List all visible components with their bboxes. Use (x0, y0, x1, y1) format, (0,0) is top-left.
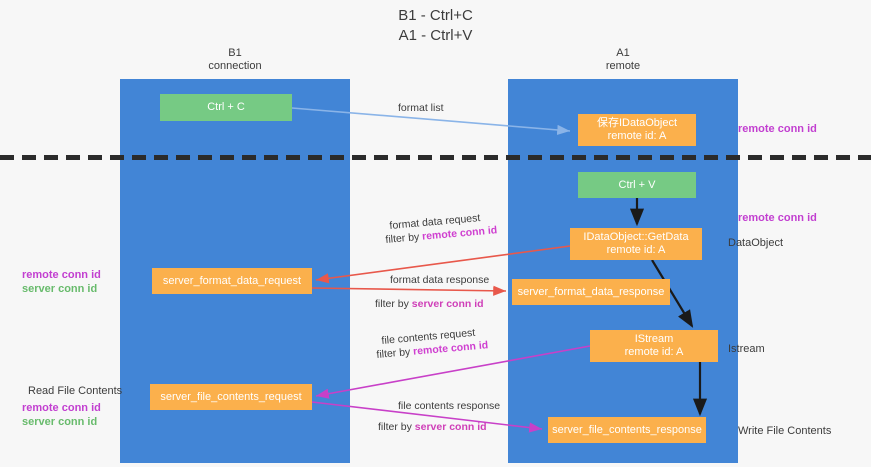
side-label-write-file-contents: Write File Contents (738, 425, 832, 437)
node-server-file-contents-request[interactable]: server_file_contents_request (150, 384, 312, 410)
side-label-ids-bottom: remote conn id server conn id (22, 401, 101, 429)
column-b1-role: connection (208, 60, 262, 72)
side-label-server-conn-id-left-bottom: server conn id (22, 416, 98, 428)
column-b1-name: B1 (228, 47, 242, 59)
node-server-format-data-response[interactable]: server_format_data_response (512, 279, 670, 305)
title-line-2: A1 - Ctrl+V (398, 27, 473, 44)
side-label-server-conn-id-left-mid: server conn id (22, 283, 98, 295)
side-label-remote-conn-id-top: remote conn id (738, 123, 817, 135)
node-server-file-contents-response[interactable]: server_file_contents_response (548, 417, 706, 443)
node-save-idataobject[interactable]: 保存IDataObject remote id: A (578, 114, 696, 146)
filter-id-server-conn-id: server conn id (411, 298, 484, 310)
node-save-idataobject-title: 保存IDataObject (596, 117, 678, 129)
edge-label-file-contents-response: file contents response (398, 400, 501, 412)
filter-prefix: filter by (378, 421, 415, 433)
node-server-file-contents-request-label: server_file_contents_request (160, 390, 302, 403)
edge-label-format-data-response-filter: filter by server conn id (375, 298, 484, 311)
phase-separator (0, 155, 871, 160)
filter-prefix: filter by (376, 345, 414, 361)
node-idataobject-getdata[interactable]: IDataObject::GetData remote id: A (570, 228, 702, 260)
node-ctrl-c-label: Ctrl + C (207, 101, 245, 113)
title-line-1: B1 - Ctrl+C (398, 7, 473, 24)
node-ctrl-c[interactable]: Ctrl + C (160, 94, 292, 121)
node-ctrl-v-label: Ctrl + V (618, 178, 656, 191)
side-label-ids-mid: remote conn id server conn id (22, 268, 101, 296)
node-server-format-data-request[interactable]: server_format_data_request (152, 268, 312, 294)
column-a1-name: A1 (616, 47, 630, 59)
node-server-format-data-request-label: server_format_data_request (162, 274, 302, 287)
side-label-dataobject: DataObject (728, 237, 784, 249)
side-label-remote-conn-id-left-mid: remote conn id (22, 269, 101, 281)
node-server-file-contents-response-label: server_file_contents_response (552, 423, 702, 436)
node-ctrl-v[interactable]: Ctrl + V (578, 172, 696, 198)
node-idataobject-getdata-remote-id: remote id: A (606, 244, 666, 256)
edge-label-format-data-response: format data response (390, 274, 490, 286)
edge-label-format-list: format list (398, 102, 444, 114)
side-label-remote-conn-id-left-bottom: remote conn id (22, 402, 101, 414)
edge-label-file-contents-response-filter: filter by server conn id (378, 421, 487, 434)
side-label-read-file-contents: Read File Contents (28, 385, 123, 397)
column-a1-role: remote (605, 60, 641, 72)
node-istream[interactable]: IStream remote id: A (590, 330, 718, 362)
diagram-title: B1 - Ctrl+C A1 - Ctrl+V (0, 6, 871, 46)
side-label-remote-conn-id-mid: remote conn id (738, 212, 817, 224)
filter-prefix: filter by (375, 298, 412, 310)
node-server-format-data-response-label: server_format_data_response (517, 285, 665, 298)
column-header-b1: B1 connection (120, 47, 350, 73)
side-label-istream: Istream (728, 343, 765, 355)
filter-prefix: filter by (385, 230, 423, 246)
node-istream-title: IStream (634, 333, 674, 345)
node-save-idataobject-remote-id: remote id: A (607, 130, 667, 142)
node-istream-remote-id: remote id: A (624, 346, 684, 358)
node-idataobject-getdata-title: IDataObject::GetData (583, 231, 689, 243)
column-header-a1: A1 remote (508, 47, 738, 73)
filter-id-server-conn-id: server conn id (414, 421, 487, 433)
